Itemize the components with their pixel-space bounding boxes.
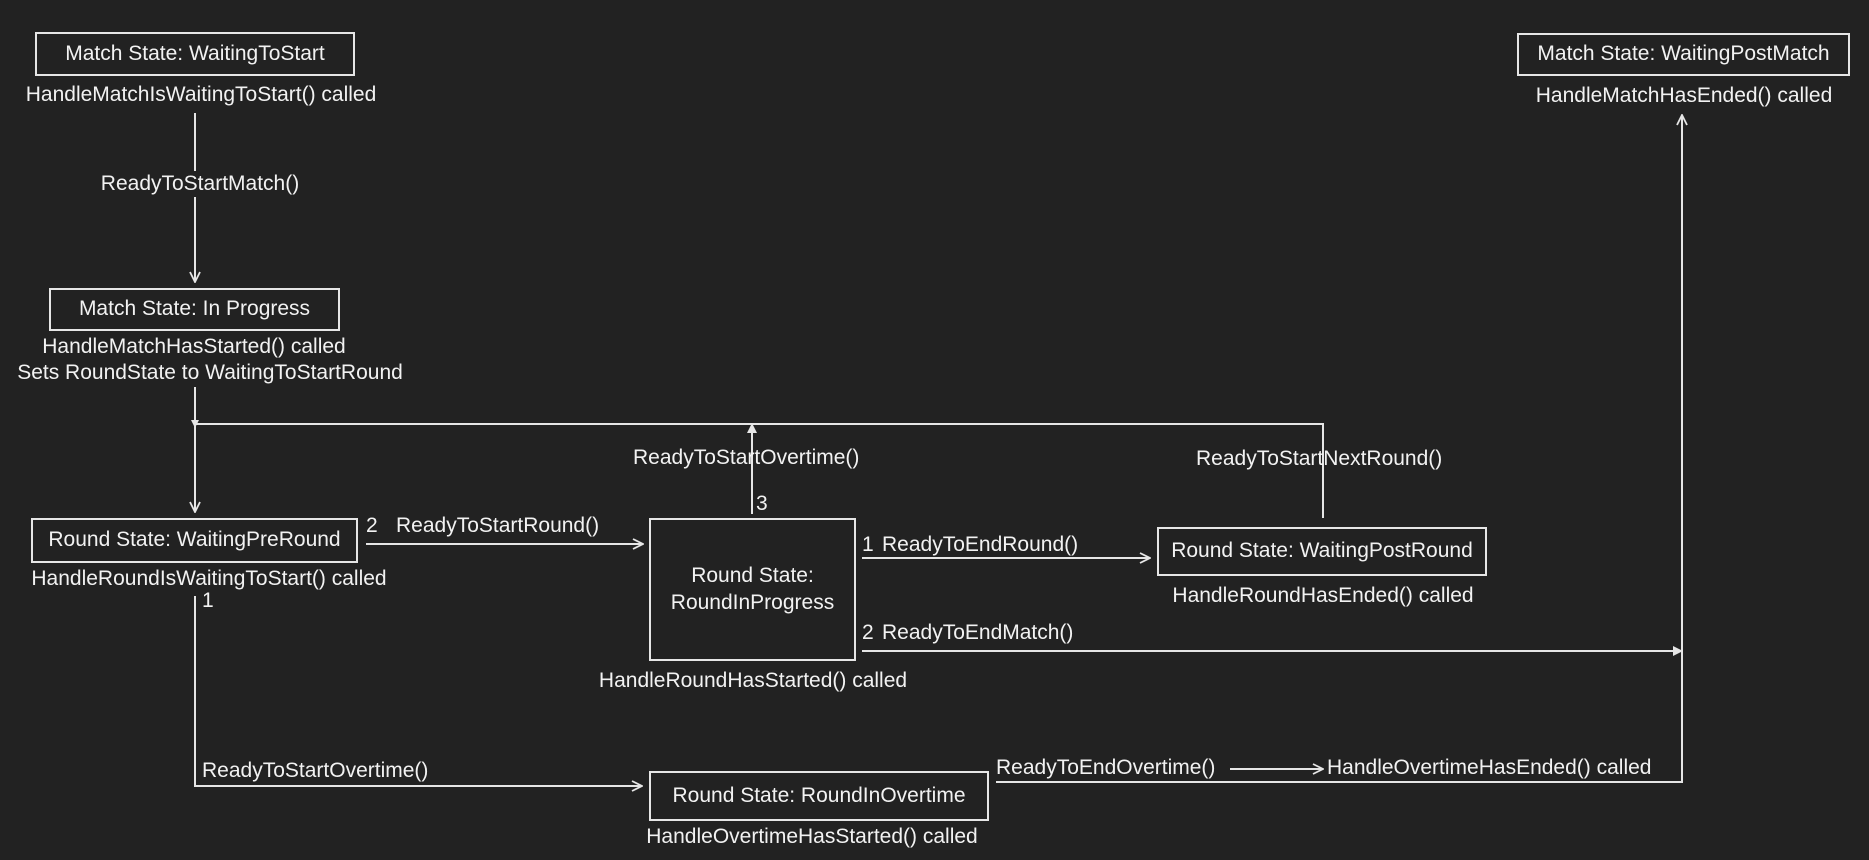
match-waiting-to-start-title: Match State: WaitingToStart: [65, 41, 325, 65]
ready-to-start-next-round-label: ReadyToStartNextRound(): [1196, 447, 1443, 470]
round-waiting-pre-round-caption: HandleRoundIsWaitingToStart() called: [31, 567, 387, 590]
round-waiting-post-round-caption: HandleRoundHasEnded() called: [1172, 584, 1474, 607]
round-in-progress-box: Round State: RoundInProgress: [649, 518, 856, 661]
loop-corner-tip: [191, 420, 199, 428]
round-in-overtime-title: Round State: RoundInOvertime: [672, 783, 966, 807]
match-waiting-post-match-title: Match State: WaitingPostMatch: [1537, 42, 1830, 66]
ready-to-start-round-label: ReadyToStartRound(): [396, 514, 600, 537]
match-waiting-to-start-caption: HandleMatchIsWaitingToStart() called: [25, 83, 377, 106]
round-in-overtime-caption: HandleOvertimeHasStarted() called: [646, 825, 978, 848]
priority-in-progress-overtime: 3: [756, 492, 768, 515]
match-in-progress-box: Match State: In Progress: [49, 288, 340, 331]
round-in-progress-title-2: RoundInProgress: [670, 590, 835, 614]
match-in-progress-caption-2: Sets RoundState to WaitingToStartRound: [17, 361, 403, 384]
ready-to-end-overtime-label: ReadyToEndOvertime(): [996, 756, 1216, 779]
ready-to-start-match-label: ReadyToStartMatch(): [98, 171, 302, 197]
ready-to-end-round-label: ReadyToEndRound(): [882, 533, 1079, 556]
ready-to-start-overtime-top-label: ReadyToStartOvertime(): [633, 446, 860, 469]
round-in-progress-title-1: Round State:: [691, 564, 814, 588]
round-waiting-post-round-box: Round State: WaitingPostRound: [1157, 527, 1487, 576]
priority-pre-round-round: 2: [366, 514, 378, 537]
round-waiting-pre-round-title: Round State: WaitingPreRound: [48, 528, 341, 552]
round-in-progress-caption: HandleRoundHasStarted() called: [598, 669, 908, 692]
match-waiting-post-match-caption: HandleMatchHasEnded() called: [1535, 84, 1833, 107]
ready-to-start-overtime-bottom-label: ReadyToStartOvertime(): [202, 759, 429, 782]
arrow-next-round-loop: [195, 423, 1324, 518]
match-waiting-post-match-box: Match State: WaitingPostMatch: [1517, 33, 1850, 76]
priority-in-progress-end-round: 1: [862, 533, 874, 556]
overtime-has-ended-label: HandleOvertimeHasEnded() called: [1327, 756, 1652, 779]
round-waiting-post-round-title: Round State: WaitingPostRound: [1171, 539, 1473, 563]
priority-in-progress-end-match: 2: [862, 621, 874, 644]
match-in-progress-caption-1: HandleMatchHasStarted() called: [42, 335, 346, 358]
round-in-overtime-box: Round State: RoundInOvertime: [649, 771, 989, 821]
match-in-progress-title: Match State: In Progress: [78, 297, 311, 321]
arrow-start-overtime: [194, 596, 642, 786]
match-waiting-to-start-box: Match State: WaitingToStart: [35, 32, 355, 76]
ready-to-end-match-label: ReadyToEndMatch(): [882, 621, 1074, 644]
round-waiting-pre-round-box: Round State: WaitingPreRound: [31, 518, 358, 563]
priority-pre-round-overtime: 1: [202, 589, 214, 612]
arrow-overtime-end-up: [996, 115, 1682, 783]
